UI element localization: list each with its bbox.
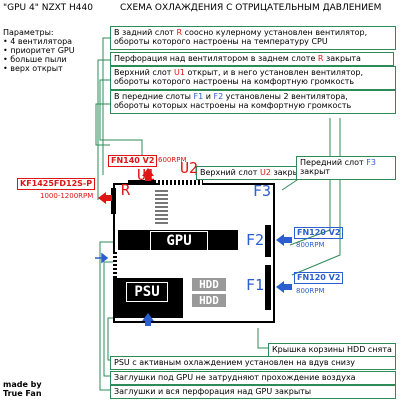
parameter-item: • верх открыт [3,64,63,73]
connector-gpu-plugs-note [103,261,113,377]
parameter-item: • 4 вентилятора [3,37,73,46]
intake-f2-arrow [276,234,284,246]
top-fan-u1 [128,180,156,185]
fan-rpm-front1: 800RPM [296,287,325,295]
exhaust-left-arrow [98,192,106,204]
connector-psu-note [107,317,113,361]
slot-f1: F1 [246,276,265,294]
credit-line1: made by [3,380,42,389]
hdd-label-top: HDD [192,278,226,291]
note-front-fans: В передние слоты F1 и F2 установлены 2 в… [110,90,396,114]
slot-r: R [121,181,131,199]
note-top-slot-u2: Верхний слот U2 закрыт [196,166,310,180]
note-rear-fan: В задний слот R соосно кулерному установ… [110,26,396,50]
credit-line2: True Fan [3,389,42,398]
note-rear-perforation: Перфорация над вентилятором в заднем сло… [110,52,394,66]
connector-top-note [99,79,143,155]
gpu-block [118,230,238,250]
cpu-cooler-icon [155,190,168,224]
fan-label-top: FN140 V2 [108,155,158,167]
connector-front3-note [281,177,301,191]
parameter-item: • приоритет GPU [3,46,75,55]
connector-gpu-perf-note [99,241,113,391]
note-gpu-plugs: Заглушки под GPU не затрудняют прохожден… [110,371,396,385]
parameters-list: Параметры: • 4 вентилятора • приоритет G… [3,28,83,73]
connector-perf-note [97,59,110,200]
connector-front-note-a [95,103,110,146]
connector-front-note-b [289,118,331,246]
note-psu: PSU с активным охлаждением установлен на… [110,356,396,370]
parameter-item: • больше пыли [3,55,67,64]
slot-f2: F2 [246,231,265,249]
fan-label-rear: KF1425FD12S-P [17,178,96,190]
note-front-slot-f3: Передний слот F3 закрыт [296,156,396,180]
connector-rear-note [102,37,110,175]
front-fan-f1-bar [265,265,271,310]
fan-label-front1: FN120 V2 [294,272,344,284]
note-top-fan: Верхний слот U1 открыт, и в него установ… [110,66,396,90]
slot-f3: F3 [253,182,272,200]
scheme-title: СХЕМА ОХЛАЖДЕНИЯ С ОТРИЦАТЕЛЬНЫМ ДАВЛЕНИ… [120,3,382,13]
parameters-title: Параметры: [3,28,54,37]
fan-label-front2: FN120 V2 [294,227,344,239]
top-grille-u2 [158,180,203,185]
gpu-slot-plugs [113,252,117,282]
fan-rpm-rear: 1000-1200RPM [40,192,94,200]
note-gpu-perforation: Заглушки и вся перфорация над GPU закрыт… [110,385,396,399]
gpu-label: GPU [150,231,208,251]
psu-label: PSU [126,282,168,302]
fan-rpm-top: 600RPM [158,156,187,164]
psu-intake-arrow [142,313,154,321]
intake-f1-arrow [276,281,284,293]
psu-block [113,278,183,318]
front-fan-f2-bar [265,225,271,257]
fan-rpm-front2: 800RPM [296,241,325,249]
exhaust-up-arrow [142,168,154,176]
author-credit: made by True Fan [3,380,42,398]
slot-u2: U2 [180,159,199,177]
hdd-label-bottom: HDD [192,294,226,307]
case-model-title: "GPU 4" NZXT H440 [3,3,93,13]
rear-fan-bar [111,188,116,214]
connector-hdd-note [257,328,268,349]
